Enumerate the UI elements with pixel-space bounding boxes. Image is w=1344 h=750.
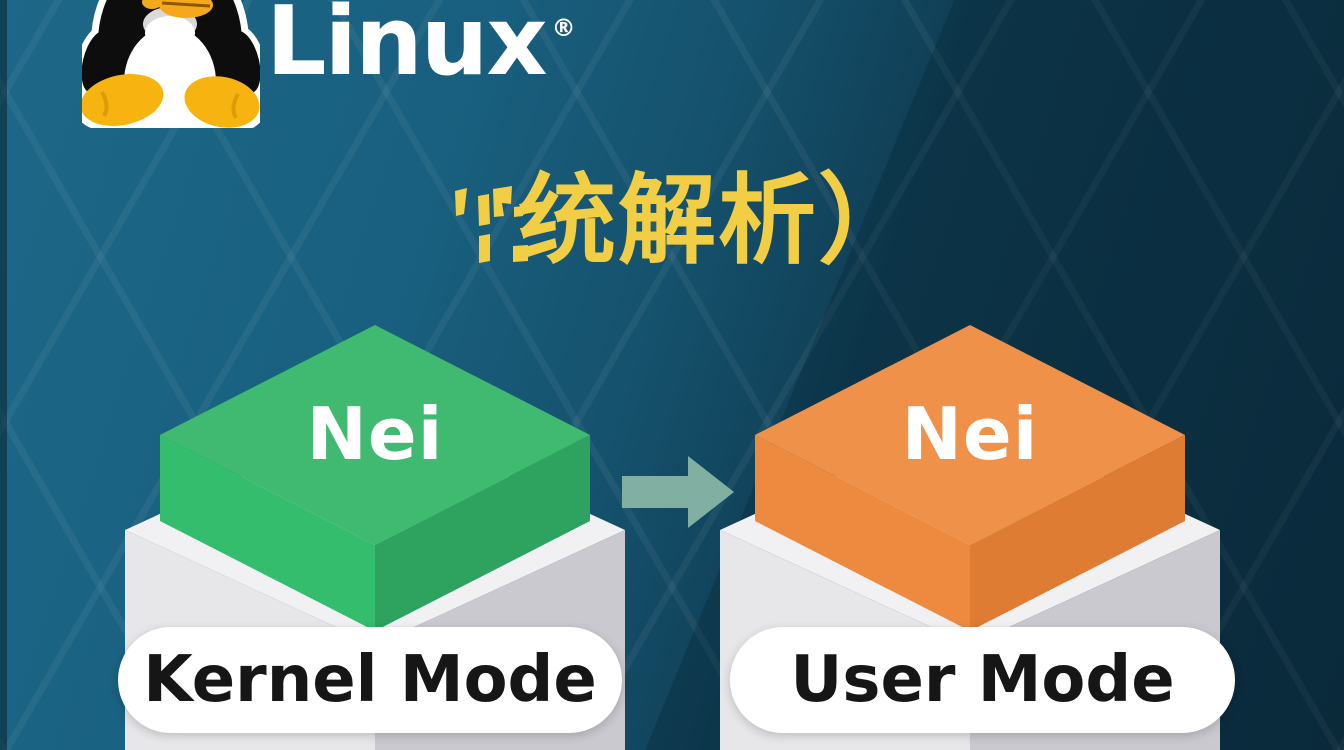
user-chip-label: Nei xyxy=(901,392,1039,476)
kernel-mode-pill: Kernel Mode xyxy=(118,627,622,733)
kernel-mode-label: Kernel Mode xyxy=(143,643,597,717)
left-edge-strip xyxy=(0,0,7,750)
right-arrow-icon xyxy=(622,456,734,528)
headline-title: 统解析） xyxy=(518,164,919,278)
headline-partial-glyph-fragments xyxy=(455,186,528,263)
linux-wordmark: Linux® xyxy=(266,0,576,95)
registered-trademark-symbol: ® xyxy=(551,14,576,42)
kernel-chip-label: Nei xyxy=(306,392,444,476)
tux-penguin-icon xyxy=(82,0,260,128)
user-mode-label: User Mode xyxy=(790,643,1175,717)
user-mode-pill: User Mode xyxy=(730,627,1235,733)
linux-wordmark-text: Linux xyxy=(266,0,548,97)
